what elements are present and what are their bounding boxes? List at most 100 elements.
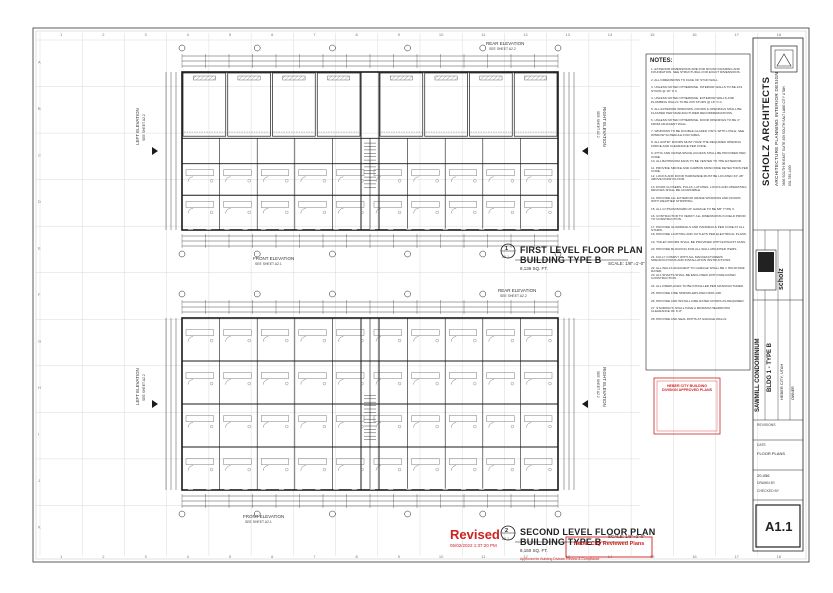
door-swing bbox=[225, 465, 231, 471]
grid-bubble bbox=[253, 510, 261, 518]
garage-bay bbox=[469, 72, 513, 137]
grid-col-label: 3 bbox=[144, 32, 147, 37]
heber-reviewed-stamp: Heber City Reviewed Plans bbox=[573, 541, 645, 547]
plumbing-fixture bbox=[360, 179, 364, 183]
grid-col-label: 2 bbox=[102, 32, 105, 37]
garage-storage bbox=[434, 75, 458, 81]
plumbing-fixture bbox=[322, 468, 326, 472]
plan2-area: 8,160 SQ. FT. bbox=[520, 548, 548, 553]
plumbing-fixture bbox=[322, 425, 326, 429]
door-swing bbox=[413, 379, 419, 385]
door-swing bbox=[375, 465, 382, 471]
plumbing-fixture bbox=[247, 382, 251, 386]
plumbing-fixture bbox=[322, 179, 326, 183]
door-swing bbox=[488, 465, 494, 471]
door-swing bbox=[225, 208, 231, 214]
logo-text: scholz bbox=[778, 268, 785, 290]
grid-row-label: B bbox=[38, 106, 41, 111]
grid-row-label: A bbox=[38, 59, 41, 64]
second-level-floor-plan bbox=[152, 290, 588, 518]
note-item: 1. EXTERIOR DIMENSIONS ARE FOR ROUGH FRA… bbox=[651, 67, 741, 75]
grid-col-label: 16 bbox=[692, 554, 697, 559]
door-swing bbox=[375, 379, 382, 385]
plumbing-fixture bbox=[548, 425, 552, 429]
plumbing-fixture bbox=[322, 210, 326, 214]
fixture bbox=[449, 458, 477, 465]
door-swing bbox=[451, 465, 457, 471]
door-swing bbox=[451, 422, 457, 428]
garage-bay bbox=[513, 72, 558, 137]
elevation-marker bbox=[152, 400, 158, 408]
fixture bbox=[486, 372, 515, 379]
plan1-area: 8,136 SQ. FT. bbox=[520, 266, 548, 271]
plumbing-fixture bbox=[285, 425, 289, 429]
door-swing bbox=[300, 336, 306, 342]
fixture bbox=[185, 201, 214, 208]
garage-storage bbox=[479, 75, 503, 81]
grid-col-label: 7 bbox=[313, 32, 316, 37]
door-swing bbox=[526, 465, 532, 471]
approval-stamp bbox=[653, 377, 721, 435]
note-item: 9. ATTIC AND CRAWLSPACE ACCESS SHALL BE … bbox=[651, 151, 746, 159]
note-item: 28. PROVIDE AND SEAL PATHS AT GARAGE WAL… bbox=[651, 317, 728, 322]
note-item: 5. ALL EXTERIOR WINDOWS, DOORS & OPENING… bbox=[651, 107, 742, 115]
note-item: 21. FULLY COMPLY WITH ALL MANUFACTURERS … bbox=[651, 254, 732, 262]
sheet-number: A1.1 bbox=[765, 519, 793, 534]
drawn-by-label: DRAWN BY bbox=[757, 481, 776, 485]
plumbing-fixture bbox=[285, 339, 289, 343]
fixture bbox=[185, 372, 214, 379]
plan2-right-elevation: RIGHT ELEVATION bbox=[602, 367, 607, 407]
fixture bbox=[223, 329, 252, 336]
grid-col-label: 17 bbox=[734, 32, 739, 37]
note-item: 24. ALL FIREPLACES TO BE INSTALLED PER M… bbox=[651, 284, 744, 288]
grid-col-label: 7 bbox=[313, 554, 316, 559]
plumbing-fixture bbox=[398, 425, 402, 429]
grid-row-label: C bbox=[38, 152, 41, 157]
grid-col-label: 9 bbox=[398, 32, 401, 37]
date-label: DATE bbox=[757, 443, 766, 447]
plan1-right-elevation: RIGHT ELEVATION bbox=[602, 107, 607, 147]
grid-col-label: 11 bbox=[481, 32, 486, 37]
grid-bubble bbox=[178, 290, 186, 298]
garage-bay bbox=[227, 72, 271, 137]
elevation-marker bbox=[152, 147, 158, 155]
fixture bbox=[486, 169, 515, 176]
plumbing-fixture bbox=[510, 179, 514, 183]
grid-col-label: 5 bbox=[229, 554, 232, 559]
door-swing bbox=[451, 176, 457, 182]
heber-stamp-box bbox=[565, 536, 653, 558]
garage-storage bbox=[327, 75, 350, 81]
grid-row-label: K bbox=[38, 525, 41, 530]
door-swing bbox=[338, 379, 344, 385]
plan2-front-elevation: FRONT ELEVATION bbox=[243, 514, 285, 519]
door-swing bbox=[375, 176, 382, 182]
grid-col-label: 4 bbox=[187, 32, 190, 37]
plumbing-fixture bbox=[435, 210, 439, 214]
grid-bubble bbox=[253, 44, 261, 52]
revisions-label: REVISIONS bbox=[757, 423, 776, 427]
sheet-border bbox=[32, 27, 810, 563]
sheet-title: FLOOR PLANS bbox=[757, 451, 786, 456]
garage-storage bbox=[193, 75, 216, 81]
plan1-front-elevation: FRONT ELEVATION bbox=[253, 256, 295, 261]
fixture bbox=[261, 415, 289, 422]
fixture bbox=[298, 201, 327, 208]
garage-storage bbox=[524, 75, 547, 81]
grid-row-label: F bbox=[38, 292, 41, 297]
sheet-grid bbox=[36, 33, 758, 556]
grid-bubble bbox=[178, 250, 186, 258]
plumbing-fixture bbox=[247, 468, 251, 472]
plumbing-fixture bbox=[398, 468, 402, 472]
plan2-left-elevation: LEFT ELEVATION bbox=[135, 368, 140, 405]
fixture bbox=[185, 415, 214, 422]
notes-frame bbox=[645, 53, 751, 371]
grid-bubble bbox=[329, 290, 336, 298]
fixture bbox=[223, 372, 252, 379]
first-level-floor-plan bbox=[152, 44, 588, 258]
door-swing bbox=[413, 336, 419, 342]
fixture bbox=[486, 415, 515, 422]
grid-col-label: 13 bbox=[566, 32, 571, 37]
plan1-front-ref: SEE SHEET A2.1 bbox=[255, 262, 282, 266]
grid-bubble bbox=[404, 510, 411, 518]
grid-col-label: 18 bbox=[777, 32, 782, 37]
